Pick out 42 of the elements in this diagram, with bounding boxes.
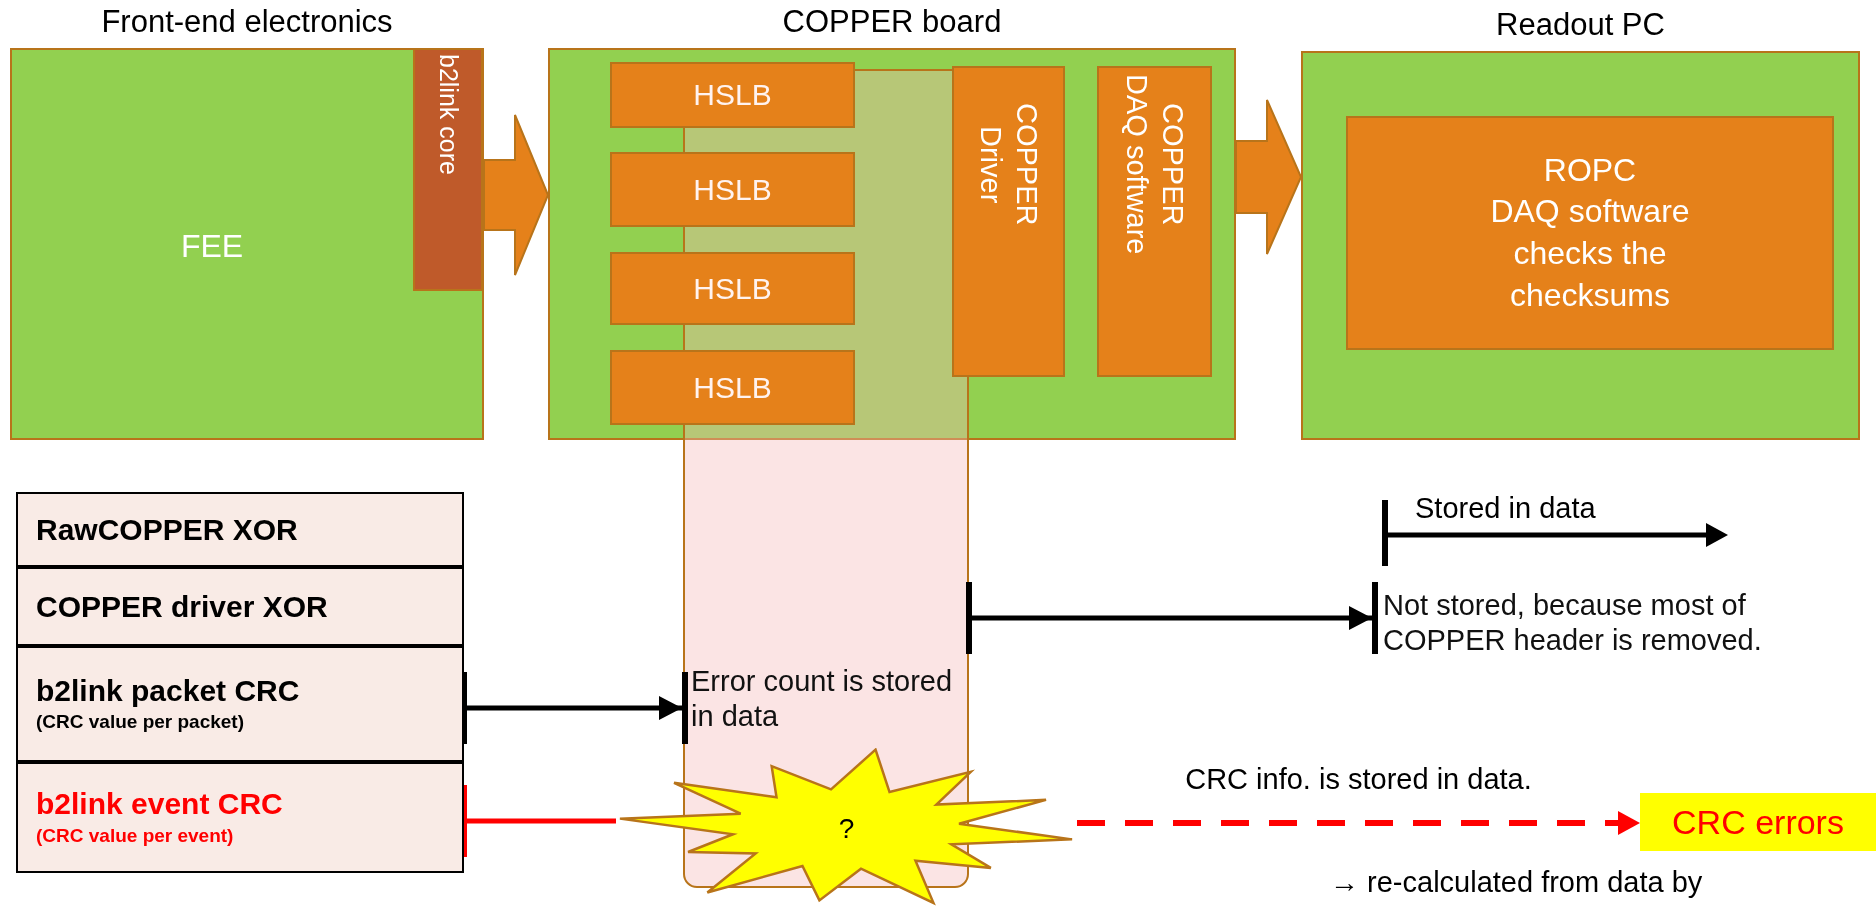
row-title: b2link packet CRC (36, 672, 300, 709)
note-text: → re-calculated from data by (1330, 866, 1703, 899)
note-text: Stored in data (1415, 492, 1596, 525)
row-title: COPPER driver XOR (36, 588, 328, 625)
table-row (16, 762, 464, 873)
module-block (610, 252, 855, 325)
block-arrow (1235, 99, 1303, 255)
module-block (610, 350, 855, 425)
table-row (16, 646, 464, 762)
module-block (610, 152, 855, 227)
module-block (610, 62, 855, 128)
bar-line (461, 785, 616, 857)
block-label: HSLB (693, 78, 772, 112)
block-label: COPPER Driver (973, 102, 1044, 228)
group-title: COPPER board (782, 4, 1002, 40)
software-block (1097, 66, 1212, 377)
group-title: Front-end electronics (101, 4, 393, 40)
software-block (952, 66, 1065, 377)
row-subtitle: (CRC value per packet) (36, 710, 244, 735)
core-block (413, 48, 483, 291)
block-label: DAQ software checks the checksums (1489, 192, 1691, 315)
question-mark: ? (838, 813, 855, 845)
block-label: ROPC (1543, 150, 1637, 190)
software-block (1346, 116, 1834, 350)
block-label: HSLB (693, 370, 772, 405)
block-label: b2link core (433, 54, 464, 175)
highlight-region (683, 69, 969, 888)
note-text: Not stored, because most of COPPER header is removed. (1375, 575, 1876, 670)
note-text: Error count is stored in data (685, 650, 965, 748)
dashed-arrow (1077, 811, 1640, 835)
block-label: COPPER DAQ software (1119, 73, 1190, 257)
block-label: HSLB (693, 271, 772, 306)
error-label: CRC errors (1640, 793, 1876, 851)
row-title: RawCOPPER XOR (36, 511, 298, 548)
group-title: Readout PC (1496, 7, 1665, 43)
table-row (16, 567, 464, 646)
box-label: FEE (180, 227, 244, 265)
block-arrow (483, 114, 550, 276)
row-subtitle: (CRC value per event) (36, 823, 234, 848)
block-label: HSLB (693, 172, 772, 207)
table-row (16, 492, 464, 567)
row-title: b2link event CRC (36, 786, 283, 823)
